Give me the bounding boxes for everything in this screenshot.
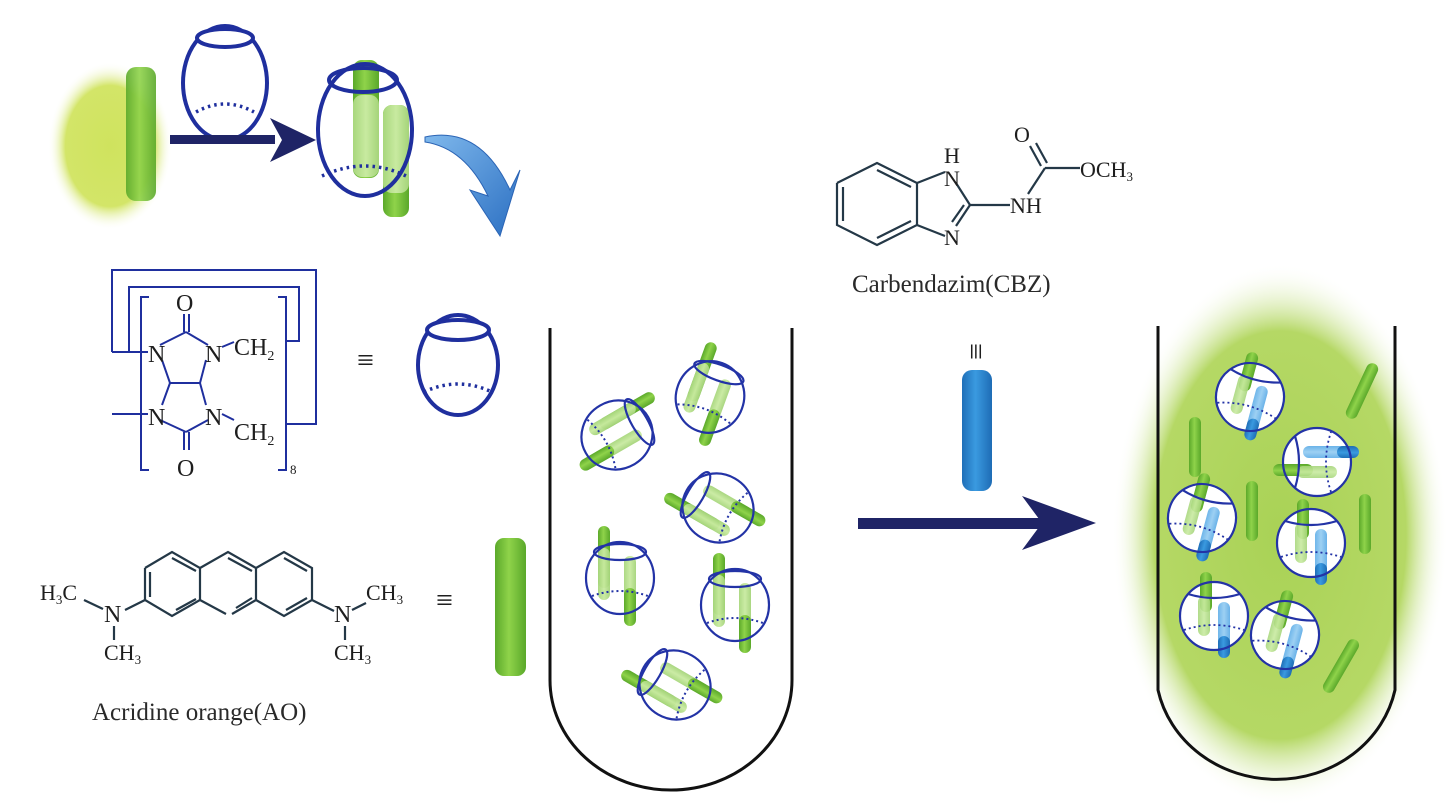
curved-arrow-down — [424, 134, 521, 238]
ao-cb8-complex — [611, 628, 735, 740]
cbz-structure: H N N O OCH3 NH — [835, 122, 1133, 250]
ao-left-methyl: H3C — [40, 580, 77, 607]
ao-right-n: N — [334, 602, 351, 628]
cbz-atom-nh: NH — [1010, 193, 1042, 218]
cb8-repeat-count: 8 — [290, 462, 297, 477]
ao-right-ch3-top: CH3 — [366, 580, 403, 607]
cb8-atom-o-bottom: O — [177, 456, 194, 482]
cbz-atom-h: H — [944, 143, 960, 168]
ao-cb8-complex — [699, 551, 771, 655]
test-tube-fluorescent — [1112, 263, 1448, 807]
cb8-atom-n2: N — [205, 342, 222, 368]
ao-cb8-complex — [660, 335, 761, 455]
fluorescent-ao-glow — [48, 62, 172, 230]
cb8-host-icon — [416, 313, 500, 417]
ao-right-ch3: CH3 — [334, 640, 371, 667]
cbz-atom-och3: OCH3 — [1080, 157, 1133, 184]
cbz-rod-icon — [962, 370, 992, 491]
ao-rod-icon — [495, 538, 526, 676]
cbz-equivalence-symbol: ≡ — [959, 343, 992, 360]
cb8-structure: O N N CH2 N N CH2 O 8 — [111, 269, 317, 482]
free-ao-rod — [1359, 494, 1371, 554]
ao-name-label: Acridine orange(AO) — [92, 699, 307, 726]
ao-equivalence-symbol: ≡ — [436, 584, 453, 617]
ao-cb8-complex — [654, 451, 778, 563]
ao-cb8-complex — [584, 524, 656, 628]
cb8-atom-n1: N — [148, 342, 165, 368]
free-ao-rod — [1246, 481, 1258, 541]
cb8-atom-n4: N — [205, 405, 222, 431]
cb8-host-icon-top — [181, 24, 269, 142]
ao-rod-free — [126, 67, 156, 201]
ao-cb8-complex — [557, 378, 681, 490]
cb8-atom-n3: N — [148, 405, 165, 431]
cb8-atom-ch2-top: CH2 — [234, 335, 274, 364]
cbz-atom-n-bottom: N — [944, 225, 960, 250]
cb8-atom-ch2-bottom: CH2 — [234, 420, 274, 449]
reaction-arrow-2 — [858, 496, 1096, 550]
cb8-equivalence-symbol: ≡ — [357, 344, 374, 377]
cbz-atom-o: O — [1014, 122, 1030, 147]
test-tube-quenched — [548, 328, 794, 792]
ao-left-ch3: CH3 — [104, 640, 141, 667]
reaction-arrow-1 — [170, 118, 316, 162]
ao-structure: H3C N CH3 N CH3 CH3 — [40, 550, 403, 667]
cb8-atom-o-top: O — [176, 291, 193, 317]
cbz-atom-n-top: N — [944, 166, 960, 191]
cbz-name-label: Carbendazim(CBZ) — [852, 271, 1051, 298]
ao-left-n: N — [104, 602, 121, 628]
ao-cb8-complex-top — [316, 60, 414, 217]
free-ao-rod — [1189, 417, 1201, 477]
